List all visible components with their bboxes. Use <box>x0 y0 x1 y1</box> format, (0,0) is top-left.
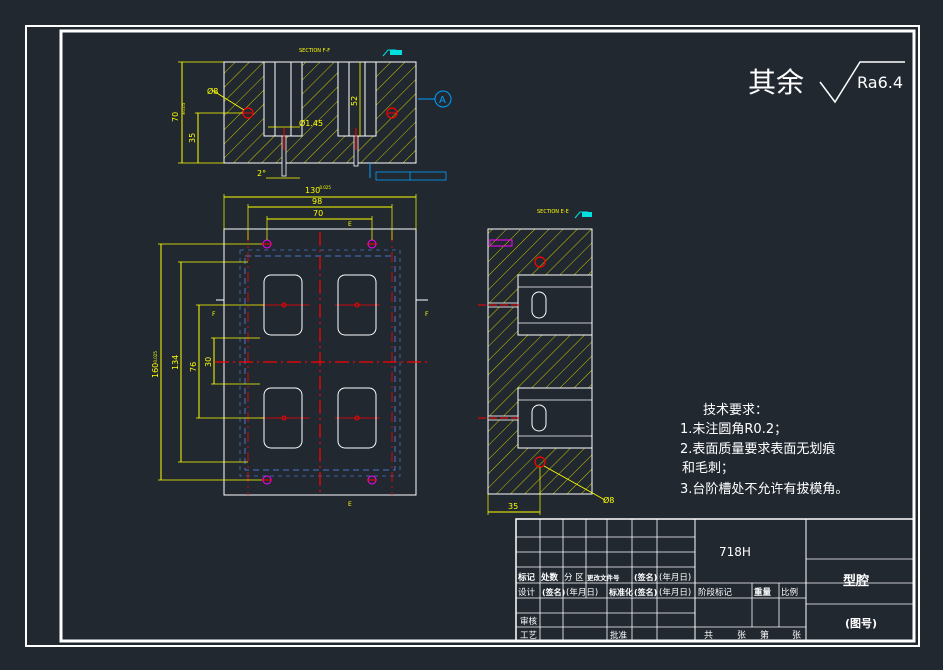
section-mark-f-right: F <box>425 311 429 318</box>
plan-view: F F E E 130 -0.025 98 70 160 -0.025 134 … <box>151 185 430 508</box>
tech-req-item-4: 3.台阶槽处不允许有拔模角。 <box>680 481 848 497</box>
section-ff-label: SECTION F-F <box>299 48 330 54</box>
section-ee-body <box>487 228 593 495</box>
tech-req-item-3: 和毛刺； <box>682 461 734 476</box>
ee-slot-oval <box>531 404 547 432</box>
material-name: 718H <box>719 545 751 559</box>
dim-side-phi: Ø8 <box>603 495 614 505</box>
dim-width-130: 130 <box>305 186 320 195</box>
dim-phi-hole: Ø8 <box>207 86 218 96</box>
dim-width-98: 98 <box>312 197 322 206</box>
section-mark-f-left: F <box>212 311 216 318</box>
finish-mark-box <box>582 212 592 217</box>
title-block <box>515 518 915 642</box>
tech-req-item-1: 1.未注圆角R0.2； <box>680 422 787 437</box>
tech-req-item-2: 2.表面质量要求表面无划痕 <box>680 441 835 457</box>
gate-point <box>281 415 287 421</box>
ff-hole-right <box>386 107 398 119</box>
tb-date-2: (年月日) <box>566 587 598 598</box>
leader-line <box>211 89 245 111</box>
section-ff-body <box>223 61 417 164</box>
tb-sheets-1: 张 <box>737 630 746 641</box>
roughness-symbol <box>819 61 905 104</box>
tb-stage: 阶段标记 <box>698 587 733 598</box>
section-e-e: SECTION E-E 35 Ø8 <box>478 209 614 515</box>
part-name: 型腔 <box>843 573 869 589</box>
ee-hole-top <box>534 256 546 268</box>
dim-height-134: 134 <box>171 355 180 370</box>
tb-craft: 工艺 <box>520 631 537 641</box>
datum-label: A <box>439 95 446 106</box>
dim-side-35: 35 <box>508 502 518 511</box>
dim-height-30: 30 <box>204 357 213 367</box>
tb-standard: 标准化 <box>608 587 633 597</box>
inner-frame <box>59 29 916 643</box>
ee-slot-oval <box>531 291 547 319</box>
dim-height-160: 160 <box>151 363 160 378</box>
dim-top-35: 35 <box>188 133 197 143</box>
dim-width-130-tol: -0.025 <box>318 185 331 190</box>
datum-circle <box>434 90 452 108</box>
dim-top-height-tol: ±0.05 <box>181 102 186 115</box>
gate-point <box>354 415 360 421</box>
ee-slot-bottom <box>517 387 593 449</box>
tech-req-title: 技术要求： <box>703 403 768 418</box>
tb-approve: 批准 <box>610 630 628 641</box>
tb-count: 处数 <box>540 572 559 583</box>
tb-date-1: (年月日) <box>659 572 691 583</box>
section-mark-e-top: E <box>348 221 352 228</box>
tb-total: 共 <box>704 630 713 641</box>
tb-sheets-2: 张 <box>792 630 801 641</box>
dim-height-76: 76 <box>189 362 198 372</box>
tb-change-doc: 更改文件号 <box>587 573 620 582</box>
roughness-note: 其余 Ra6.4 <box>748 61 905 104</box>
section-mark-e-bottom: E <box>348 501 352 508</box>
tb-zone: 分 区 <box>564 573 584 583</box>
drawing-number: (图号) <box>845 617 877 630</box>
leader-line <box>543 465 606 501</box>
ee-slot-top <box>517 274 593 336</box>
section-ee-label: SECTION E-E <box>537 209 569 215</box>
dim-angle: 2° <box>257 169 266 178</box>
tb-scale: 比例 <box>781 587 798 598</box>
dim-top-52: 52 <box>350 96 359 106</box>
tb-mark: 标记 <box>517 572 536 583</box>
tb-sign-1: (签名) <box>634 572 657 582</box>
dim-width-70: 70 <box>313 209 323 218</box>
tb-sign-3: (签名) <box>634 587 657 597</box>
roughness-value: Ra6.4 <box>857 73 903 92</box>
tb-no: 第 <box>760 629 769 641</box>
gate-point <box>281 302 287 308</box>
outer-border <box>25 25 920 647</box>
title-block-text: 718H 型腔 (图号) 标记 处数 分 区 更改文件号 (签名) (年月日) … <box>517 545 877 641</box>
cavity-bottom-right <box>337 387 377 449</box>
gate-point <box>354 302 360 308</box>
roughness-prefix: 其余 <box>748 66 804 99</box>
dim-top-height: 70 <box>171 112 180 122</box>
tb-design: 设计 <box>518 587 536 598</box>
tb-date-3: (年月日) <box>659 587 691 598</box>
gdt-frame <box>375 171 447 181</box>
tb-weight: 重量 <box>754 587 772 598</box>
section-f-f: SECTION F-F 70 ±0.05 35 52 Ø8 Ø1.45 2 <box>171 48 452 181</box>
tb-sign-2: (签名) <box>542 587 565 597</box>
tb-audit: 审核 <box>520 616 538 627</box>
finish-mark-box <box>390 50 402 55</box>
ee-tag <box>489 239 513 247</box>
dim-phi-small: Ø1.45 <box>299 118 323 128</box>
title-block-frame <box>515 518 915 642</box>
ff-slot-left <box>263 61 303 137</box>
dim-height-160-tol: -0.025 <box>153 351 158 364</box>
cavity-top-right <box>337 274 377 336</box>
technical-requirements: 技术要求： 1.未注圆角R0.2； 2.表面质量要求表面无划痕 和毛刺； 3.台… <box>680 403 848 497</box>
